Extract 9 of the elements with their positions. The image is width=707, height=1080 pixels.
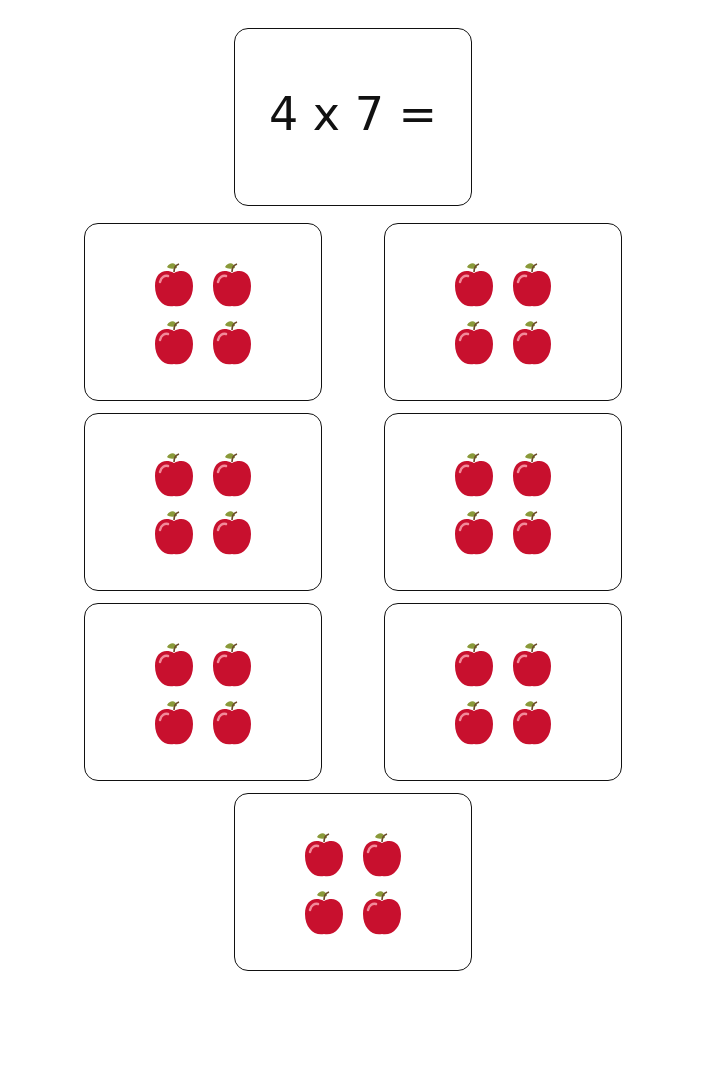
picture-card bbox=[384, 223, 622, 401]
equation-text: 4 x 7 = bbox=[267, 87, 439, 141]
picture-card bbox=[384, 603, 622, 781]
picture-card bbox=[84, 413, 322, 591]
equation-card bbox=[234, 28, 472, 206]
picture-card bbox=[84, 223, 322, 401]
picture-card bbox=[384, 413, 622, 591]
picture-card bbox=[84, 603, 322, 781]
picture-card bbox=[234, 793, 472, 971]
